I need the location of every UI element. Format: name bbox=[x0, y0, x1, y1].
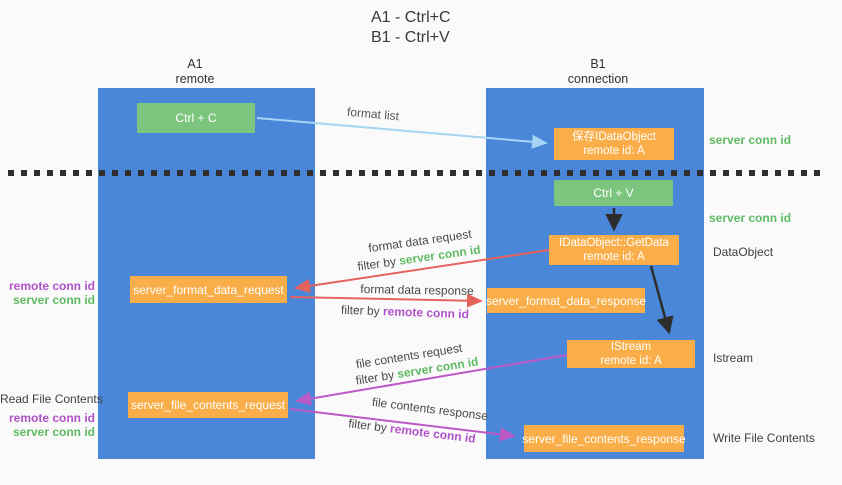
lifeline-b1-name: B1 bbox=[590, 57, 606, 71]
annotation-read-file-contents: Read File Contents bbox=[0, 392, 103, 406]
edge-label-filter-remote-conn-id-1: filter by remote conn id bbox=[341, 303, 469, 321]
annotation-dataobject: DataObject bbox=[713, 245, 774, 259]
edge-label-file-contents-response: file contents response bbox=[371, 394, 489, 424]
dotted-divider-line bbox=[8, 170, 824, 176]
getdata-line2: remote id: A bbox=[583, 251, 645, 263]
annotation-istream: Istream bbox=[713, 351, 754, 365]
remote-conn-id-text: remote conn id bbox=[382, 304, 470, 322]
edge-label-filter-remote-conn-id-2: filter by remote conn id bbox=[348, 416, 477, 446]
annotation-remote-conn-id-bottom: remote conn id bbox=[8, 411, 95, 425]
annotation-write-file-contents: Write File Contents bbox=[713, 431, 815, 445]
diagram-title: A1 - Ctrl+C B1 - Ctrl+V bbox=[371, 8, 451, 48]
annotation-server-conn-id-mid: server conn id bbox=[709, 211, 792, 225]
istream-line1: IStream bbox=[610, 341, 652, 353]
server-format-data-request-label: server_format_data_request bbox=[133, 282, 284, 297]
node-save-idataobject: 保存IDataObject remote id: A bbox=[554, 128, 674, 160]
lifeline-b1-role: connection bbox=[567, 72, 629, 86]
edge-label-format-data-response: format data response bbox=[360, 282, 474, 298]
annotation-server-conn-id-top: server conn id bbox=[709, 133, 792, 147]
lifeline-a1-role: remote bbox=[175, 72, 215, 86]
filter-by-text: filter by bbox=[347, 416, 388, 435]
node-ctrl-c: Ctrl + C bbox=[137, 103, 255, 133]
filter-by-text: filter by bbox=[340, 302, 380, 319]
lifeline-header-a1: A1 remote bbox=[125, 57, 265, 87]
ctrl-c-label: Ctrl + C bbox=[175, 111, 217, 125]
node-server-format-data-response: server_format_data_response bbox=[485, 288, 647, 313]
ctrl-v-label: Ctrl + V bbox=[593, 186, 634, 200]
node-server-file-contents-request: server_file_contents_request bbox=[128, 392, 288, 418]
node-istream: IStream remote id: A bbox=[567, 340, 695, 368]
save-idataobject-line1: 保存IDataObject bbox=[572, 131, 656, 143]
lifeline-a1-name: A1 bbox=[187, 57, 203, 71]
node-server-file-contents-response: server_file_contents_response bbox=[522, 425, 686, 452]
filter-by-text: filter by bbox=[356, 254, 397, 274]
lifeline-header-b1: B1 connection bbox=[528, 57, 668, 87]
title-line-1: A1 - Ctrl+C bbox=[371, 9, 451, 26]
server-file-contents-response-label: server_file_contents_response bbox=[522, 431, 686, 446]
annotation-server-conn-id-left-bottom: server conn id bbox=[12, 425, 95, 439]
save-idataobject-line2: remote id: A bbox=[583, 145, 645, 157]
node-server-format-data-request: server_format_data_request bbox=[130, 276, 287, 303]
annotation-remote-conn-id-top: remote conn id bbox=[8, 279, 95, 293]
server-file-contents-request-label: server_file_contents_request bbox=[130, 398, 286, 412]
server-format-data-response-label: server_format_data_response bbox=[485, 293, 647, 308]
istream-line2: remote id: A bbox=[600, 355, 662, 367]
title-line-2: B1 - Ctrl+V bbox=[371, 29, 450, 46]
node-idataobject-getdata: IDataObject::GetData remote id: A bbox=[549, 235, 679, 265]
remote-conn-id-text: remote conn id bbox=[389, 421, 477, 446]
edge-label-format-list: format list bbox=[346, 104, 400, 124]
getdata-line1: IDataObject::GetData bbox=[559, 237, 669, 249]
node-ctrl-v: Ctrl + V bbox=[554, 180, 673, 206]
annotation-server-conn-id-left-top: server conn id bbox=[12, 293, 95, 307]
